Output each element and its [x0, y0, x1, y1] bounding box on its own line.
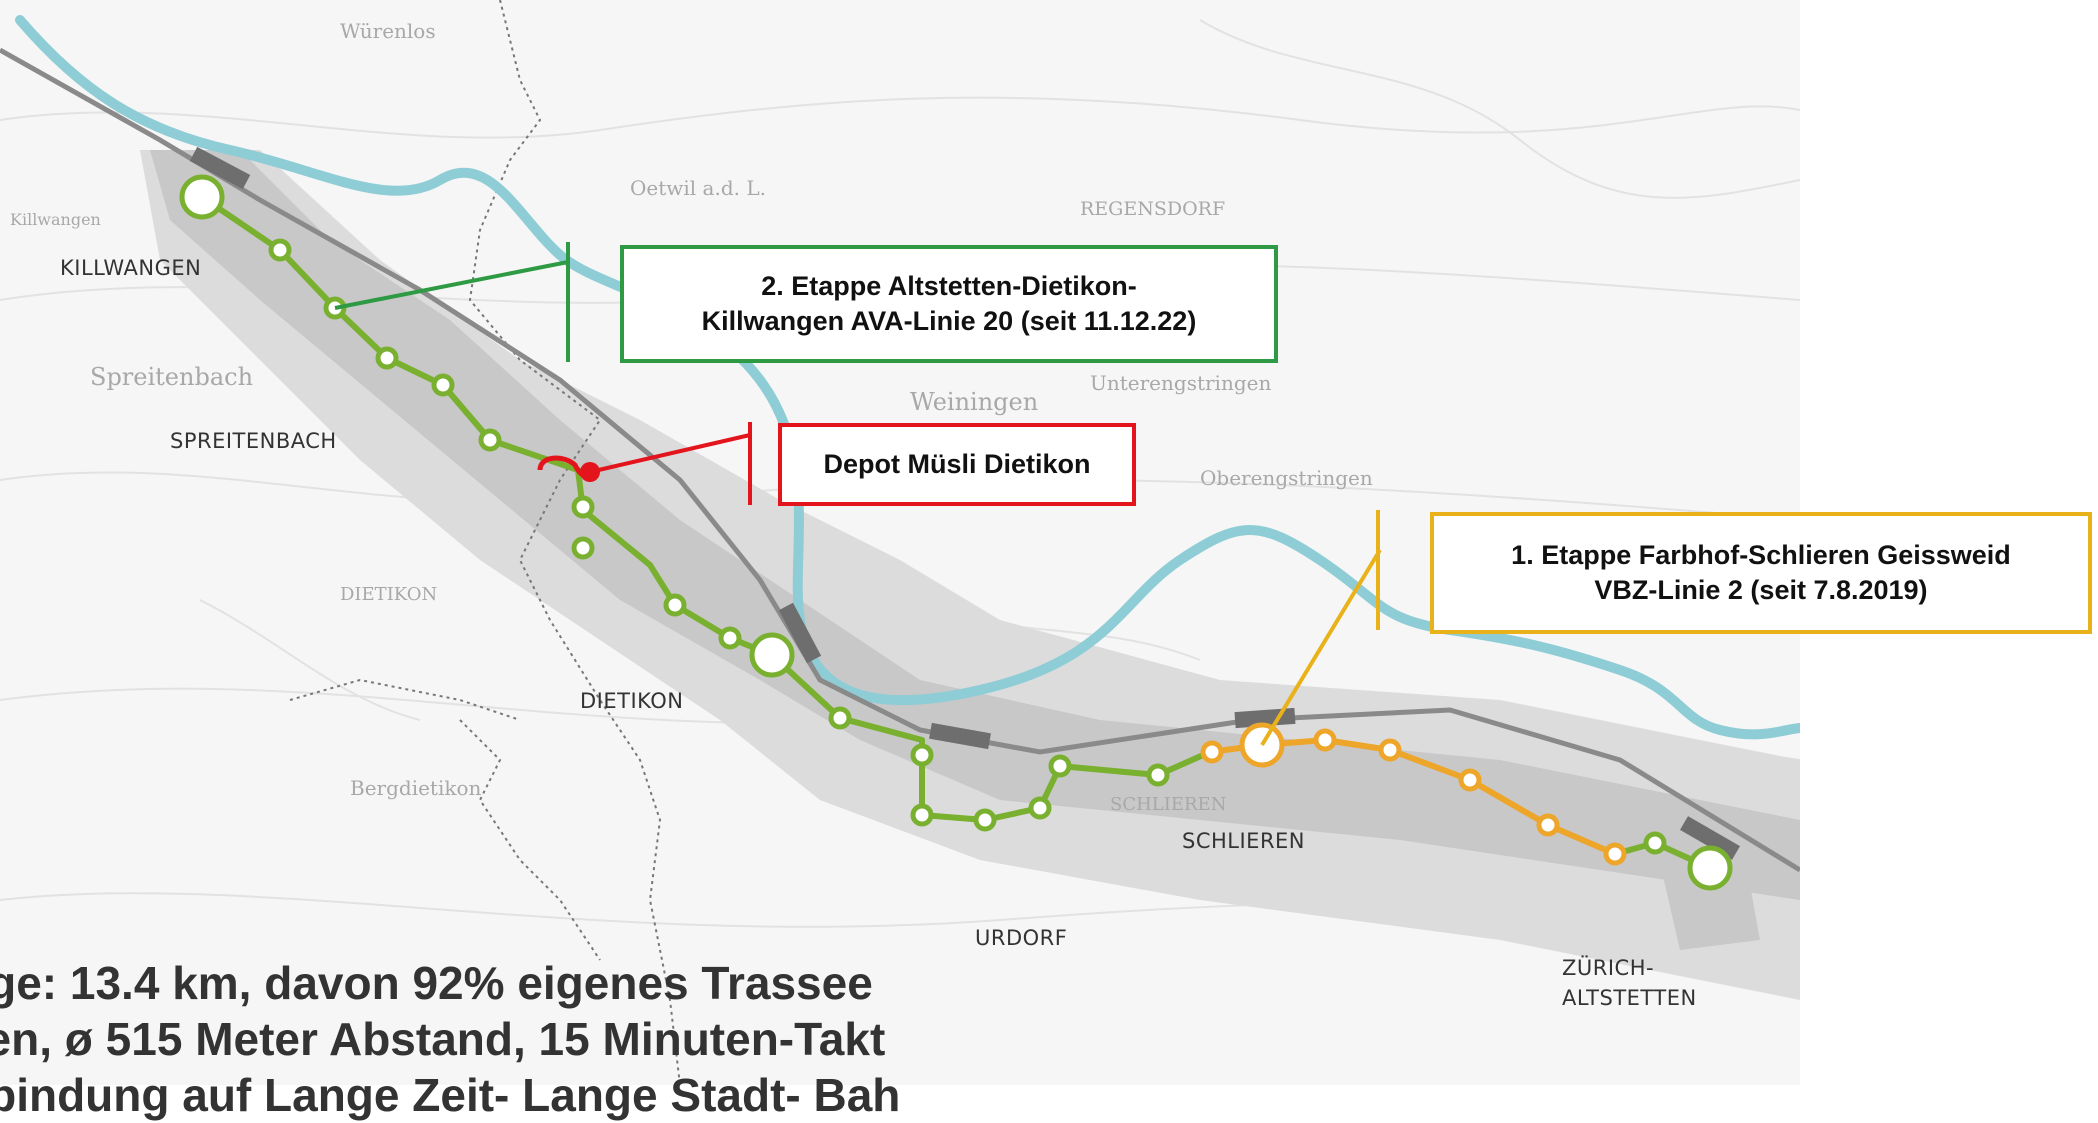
route-facts-length: nge: 13.4 km, davon 92% eigenes Trassee	[0, 957, 873, 1009]
terminus-killwangen	[179, 174, 225, 220]
river-limmat	[15, 15, 1800, 740]
maptext-wuerenlos: Würenlos	[340, 19, 436, 43]
tram-stop	[571, 536, 595, 560]
tram-stop	[1146, 763, 1170, 787]
route-facts: nge: 13.4 km, davon 92% eigenes Trassee …	[0, 955, 900, 1123]
maptext-schlieren: SCHLIEREN	[1110, 794, 1226, 815]
municipal-boundaries	[289, 0, 681, 1085]
maptext-unterengstringen: Unterengstringen	[1090, 371, 1271, 395]
route-facts-stops: llen, ø 515 Meter Abstand, 15 Minuten-Ta…	[0, 1013, 886, 1066]
green-stops	[179, 174, 1733, 891]
tram-stop	[571, 495, 595, 519]
maptext-weiningen: Weiningen	[910, 388, 1038, 416]
maptext-oetwil: Oetwil a.d. L.	[630, 176, 766, 200]
place-zuerich-2: ALTSTETTEN	[1562, 986, 1697, 1010]
tram-stop	[1603, 842, 1627, 866]
tram-stop	[478, 428, 502, 452]
station-dietikon	[749, 632, 795, 678]
tram-stop	[973, 808, 997, 832]
tram-stop	[1048, 754, 1072, 778]
callout-etappe-1: 1. Etappe Farbhof-Schlieren Geissweid VB…	[1430, 512, 2092, 634]
tram-stop	[663, 593, 687, 617]
tram-stop	[1643, 831, 1667, 855]
place-zuerich-1: ZÜRICH-	[1562, 955, 1654, 980]
maptext-regensdorf: REGENSDORF	[1080, 198, 1225, 220]
maptext-killwangen: Killwangen	[10, 210, 101, 229]
place-schlieren: SCHLIEREN	[1182, 829, 1305, 853]
terminus-altstetten	[1687, 845, 1733, 891]
tram-stop	[431, 373, 455, 397]
tram-stop	[910, 803, 934, 827]
tram-stop	[268, 238, 292, 262]
callout-etappe-2: 2. Etappe Altstetten-Dietikon- Killwange…	[620, 245, 1278, 363]
tram-stop	[1378, 738, 1402, 762]
route-facts-connection: nbindung auf Lange Zeit- Lange Stadt- Ba…	[0, 1069, 901, 1122]
place-spreitenbach: SPREITENBACH	[170, 429, 337, 453]
callout-depot: Depot Müsli Dietikon	[778, 423, 1136, 506]
tram-stop	[1200, 740, 1224, 764]
maptext-spreitenbach: Spreitenbach	[90, 363, 253, 391]
tram-stop	[1458, 768, 1482, 792]
tram-stop	[910, 743, 934, 767]
tram-stop	[828, 706, 852, 730]
tram-stop	[1313, 728, 1337, 752]
maptext-bergdietikon: Bergdietikon	[350, 776, 482, 800]
maptext-dietikon: DIETIKON	[340, 584, 437, 605]
tram-stop	[1028, 796, 1052, 820]
tram-stop	[718, 626, 742, 650]
place-dietikon: DIETIKON	[580, 689, 684, 713]
orange-stops	[1200, 722, 1627, 866]
place-urdorf: URDORF	[975, 926, 1067, 950]
callout-leaders	[334, 242, 1382, 747]
maptext-oberengstringen: Oberengstringen	[1200, 466, 1373, 490]
place-killwangen: KILLWANGEN	[60, 256, 201, 280]
tram-stop	[375, 346, 399, 370]
tram-stop	[1536, 813, 1560, 837]
